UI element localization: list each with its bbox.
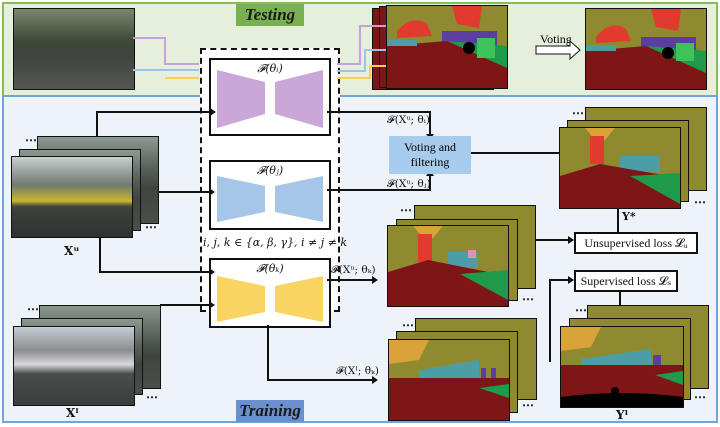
model-i-box: 𝓕(θᵢ) [209, 58, 331, 136]
testing-voted-output [585, 8, 707, 90]
model-j-box: 𝓕(θⱼ) [209, 160, 331, 230]
ellipsis-unlabeled-bottom: ⋯ [145, 220, 157, 234]
ellipsis-labeled-top: ⋯ [27, 302, 39, 316]
model-k-label: 𝓕(θₖ) [256, 262, 284, 275]
ellipsis-labeled-bottom: ⋯ [146, 390, 158, 404]
training-panel-top-border [2, 95, 718, 97]
ground-truth-front [560, 326, 684, 408]
pseudo-label-caption: Y* [622, 210, 636, 223]
unsupervised-loss-box: Unsupervised loss 𝓛ᵤ [574, 232, 698, 254]
model-index-constraint: i, j, k ∈ {α, β, γ}, i ≠ j ≠ k [203, 236, 348, 249]
model-i-encoder-decoder-icon [217, 70, 323, 128]
ellipsis-pseudo-bottom: ⋯ [694, 195, 706, 209]
model-k-encoder-decoder-icon [217, 276, 323, 322]
ellipsis-pred-l-bottom: ⋯ [522, 398, 534, 412]
pseudo-label-front [559, 127, 681, 209]
voting-and-filtering-box: Voting and filtering [389, 136, 471, 174]
labeled-input-label: Xˡ [66, 406, 79, 420]
segmentation-map [561, 327, 683, 407]
segmentation-map [387, 6, 507, 88]
segmentation-map [389, 340, 509, 420]
supervised-loss-box: Supervised loss 𝓛ₛ [574, 270, 678, 292]
prediction-unlabeled-front [387, 225, 509, 307]
output-j-label: 𝓕(Xᵘ; θⱼ) [387, 178, 431, 190]
model-i-label: 𝓕(θᵢ) [257, 62, 283, 75]
voting-label: Voting [540, 32, 572, 46]
output-k-unlabeled-label: 𝓕(Xᵘ; θₖ) [331, 264, 376, 276]
testing-label: Testing [236, 4, 304, 26]
model-j-label: 𝓕(θⱼ) [256, 164, 284, 177]
testing-input-image [13, 8, 135, 90]
output-i-label: 𝓕(Xᵘ; θᵢ) [387, 114, 430, 126]
unlabeled-input-label: Xᵘ [64, 244, 80, 258]
ellipsis-pred-u-top: ⋯ [400, 203, 412, 217]
ellipsis-pseudo-top: ⋯ [572, 106, 584, 120]
ellipsis-unlabeled-top: ⋯ [25, 133, 37, 147]
training-label: Training [236, 400, 304, 422]
labeled-image-front [13, 326, 135, 406]
segmentation-map [560, 128, 680, 208]
output-k-labeled-label: 𝓕(Xˡ; θₖ) [336, 365, 379, 377]
ground-truth-label: Yˡ [616, 408, 629, 422]
ellipsis-gt-bottom: ⋯ [694, 390, 706, 404]
ellipsis-pred-u-bottom: ⋯ [522, 292, 534, 306]
model-j-encoder-decoder-icon [217, 176, 323, 222]
unlabeled-image-front [11, 156, 133, 238]
ellipsis-pred-l-top: ⋯ [402, 318, 414, 332]
ellipsis-gt-top: ⋯ [575, 303, 587, 317]
segmentation-map [586, 9, 706, 89]
testing-prediction-front [386, 5, 508, 89]
prediction-labeled-front [388, 339, 510, 421]
segmentation-map [388, 226, 508, 306]
model-k-box: 𝓕(θₖ) [209, 258, 331, 328]
